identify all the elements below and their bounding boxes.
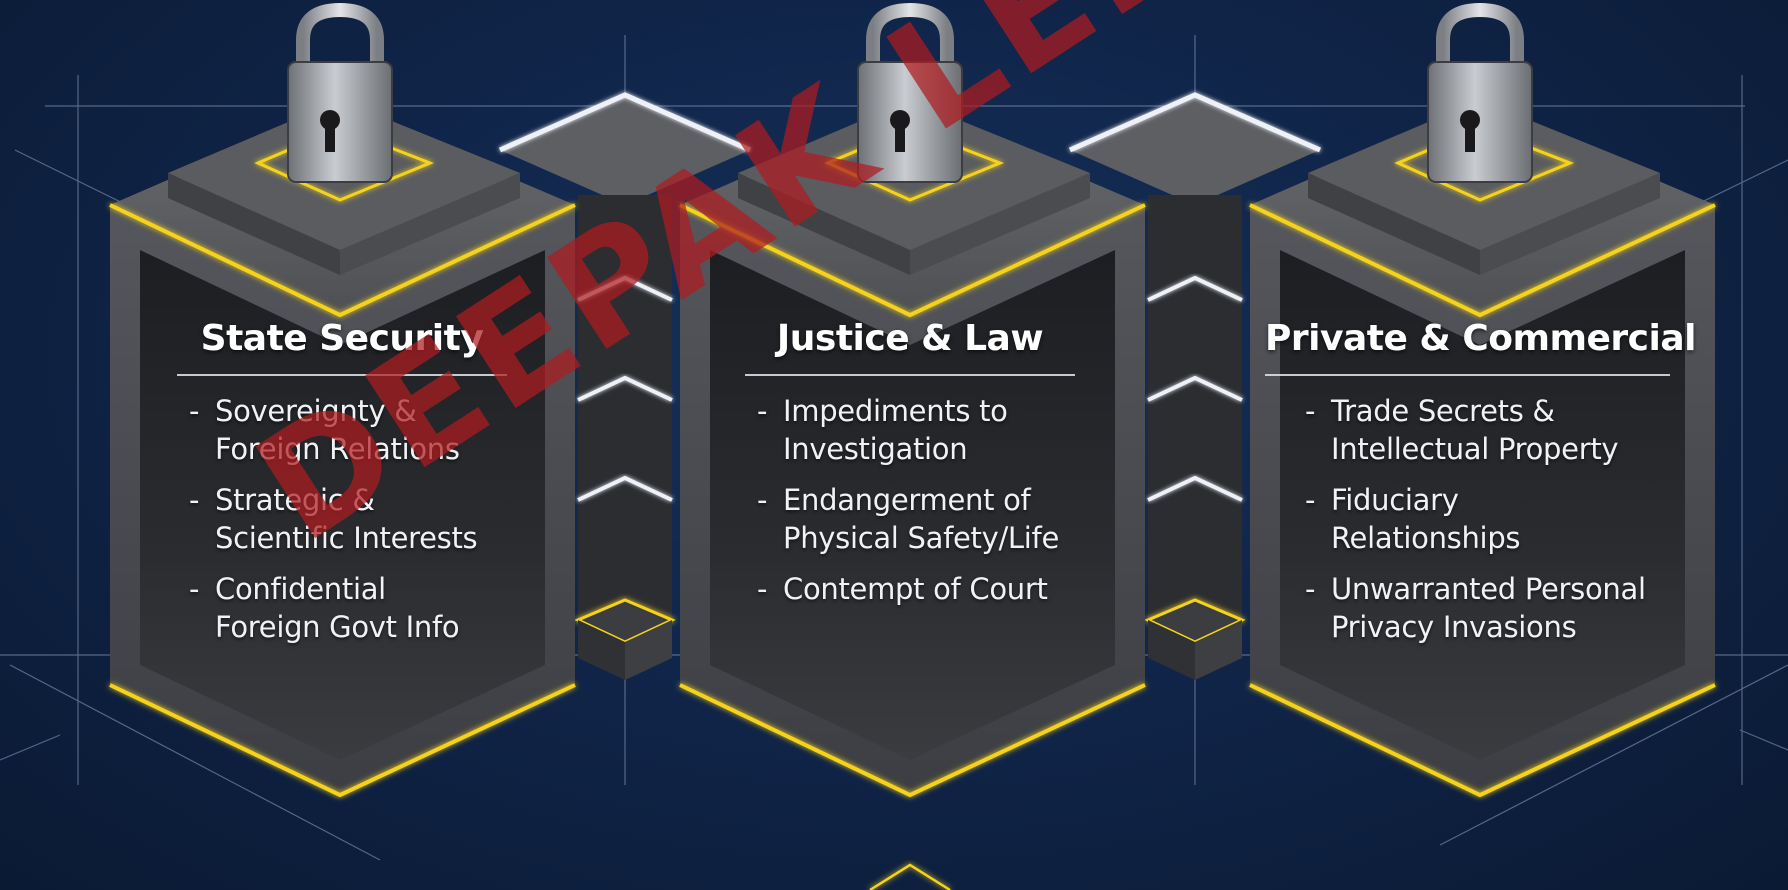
vault-title: Justice & Law [776,318,1044,359]
exemption-item: Strategic &Scientific Interests [189,481,507,557]
padlock-icon [1427,2,1533,183]
title-divider [745,374,1075,376]
title-divider [177,374,507,376]
padlock-icon [857,2,963,183]
vault-panel-justice-law: Justice & Law Impediments toInvestigatio… [745,318,1075,621]
exemption-item: Sovereignty &Foreign Relations [189,392,507,468]
vault-panel-state-security: State Security Sovereignty &Foreign Rela… [177,318,507,659]
exemption-item: Contempt of Court [757,570,1075,608]
connector-left [498,92,752,680]
vault-title: State Security [200,318,484,359]
exemption-item: Trade Secrets &Intellectual Property [1305,392,1695,468]
exemption-list: Sovereignty &Foreign Relations Strategic… [177,392,507,646]
exemption-list: Trade Secrets &Intellectual Property Fid… [1265,392,1695,646]
connector-right [1068,92,1322,680]
padlock-icon [287,2,393,183]
vault-panel-private-commercial: Private & Commercial Trade Secrets &Inte… [1265,318,1696,659]
vault-title: Private & Commercial [1265,318,1696,359]
title-divider [1265,374,1670,376]
